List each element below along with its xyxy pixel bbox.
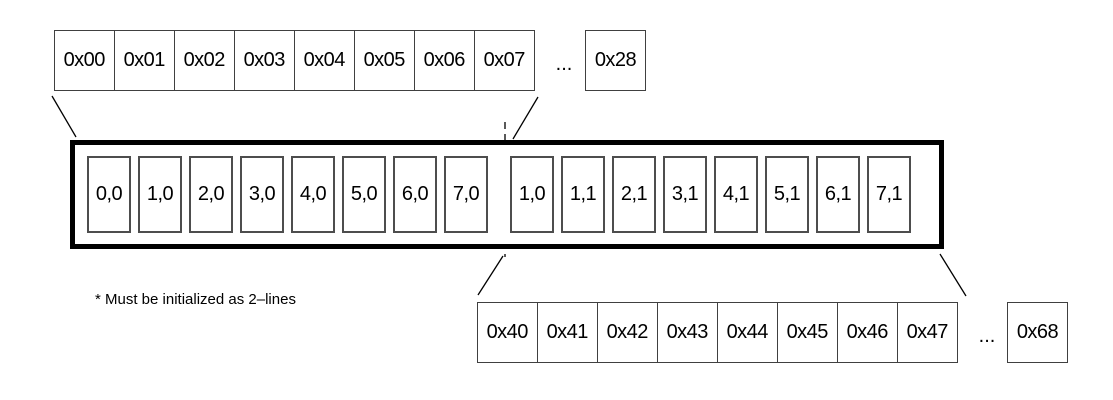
bottom-address-row: 0x40 0x41 0x42 0x43 0x44 0x45 0x46 — [476, 302, 958, 363]
buffer-cell-label: 5,1 — [773, 183, 801, 205]
address-label: 0x47 — [906, 321, 949, 343]
address-label: 0x41 — [546, 321, 589, 343]
buffer-cell: 6,0 — [393, 156, 437, 233]
address-label: 0x45 — [786, 321, 829, 343]
connector-line-bottom-right — [939, 253, 967, 297]
footnote-text: * Must be initialized as 2–lines — [95, 291, 296, 308]
top-row-tail-cell: 0x28 — [585, 30, 646, 91]
address-label: 0x04 — [303, 49, 346, 71]
buffer-cell-label: 4,0 — [299, 183, 327, 205]
address-cell: 0x04 — [293, 30, 355, 91]
buffer-cell-label: 1,1 — [569, 183, 597, 205]
buffer-cell-label: 5,0 — [350, 183, 378, 205]
address-cell: 0x03 — [233, 30, 295, 91]
buffer-cell: 4,1 — [714, 156, 758, 233]
buffer-cell-label: 6,0 — [401, 183, 429, 205]
address-label: 0x46 — [846, 321, 889, 343]
address-cell: 0x44 — [716, 302, 778, 363]
buffer-cell-label: 1,0 — [146, 183, 174, 205]
address-label: 0x07 — [483, 49, 526, 71]
address-cell: 0x46 — [836, 302, 898, 363]
buffer-cell-label: 4,1 — [722, 183, 750, 205]
buffer-cell: 5,0 — [342, 156, 386, 233]
address-label: 0x05 — [363, 49, 406, 71]
buffer-cell: 2,1 — [612, 156, 656, 233]
address-label: 0x06 — [423, 49, 466, 71]
address-label: 0x03 — [243, 49, 286, 71]
connector-line-bottom-left — [477, 255, 504, 296]
address-label: 0x02 — [183, 49, 226, 71]
buffer-cell-label: 0,0 — [95, 183, 123, 205]
buffer-cell: 7,1 — [867, 156, 911, 233]
buffer-cell: 3,1 — [663, 156, 707, 233]
buffer-cell: 4,0 — [291, 156, 335, 233]
top-address-row: 0x00 0x01 0x02 0x03 0x04 0x05 0x06 — [53, 30, 535, 91]
buffer-cell-label: 7,0 — [452, 183, 480, 205]
address-label: 0x00 — [63, 49, 106, 71]
buffer-line1-group: 1,0 1,1 2,1 3,1 4,1 5,1 — [510, 156, 911, 233]
address-label: 0x40 — [486, 321, 529, 343]
buffer-cell: 2,0 — [189, 156, 233, 233]
connector-line-top-left — [51, 95, 77, 138]
top-row-ellipsis: ... — [555, 53, 573, 75]
buffer-cell: 3,0 — [240, 156, 284, 233]
buffer-cell-label: 1,0 — [518, 183, 546, 205]
buffer-cell-label: 3,1 — [671, 183, 699, 205]
address-cell: 0x42 — [596, 302, 658, 363]
buffer-cell: 6,1 — [816, 156, 860, 233]
address-cell: 0x02 — [173, 30, 235, 91]
address-label: 0x42 — [606, 321, 649, 343]
buffer-cell-label: 6,1 — [824, 183, 852, 205]
buffer-cell-label: 2,1 — [620, 183, 648, 205]
line-buffer-box: 0,0 1,0 2,0 3,0 4,0 5,0 — [70, 140, 944, 249]
address-label: 0x43 — [666, 321, 709, 343]
address-cell: 0x00 — [53, 30, 115, 91]
buffer-cell: 1,1 — [561, 156, 605, 233]
buffer-cell: 7,0 — [444, 156, 488, 233]
address-cell: 0x05 — [353, 30, 415, 91]
buffer-cell-label: 2,0 — [197, 183, 225, 205]
buffer-cell-label: 7,1 — [875, 183, 903, 205]
buffer-cell: 1,0 — [138, 156, 182, 233]
address-cell: 0x40 — [476, 302, 538, 363]
bottom-row-tail-cell: 0x68 — [1007, 302, 1068, 363]
connector-line-top-right — [512, 96, 539, 140]
address-cell: 0x43 — [656, 302, 718, 363]
address-cell: 0x01 — [113, 30, 175, 91]
buffer-cell: 1,0 — [510, 156, 554, 233]
buffer-cell: 5,1 — [765, 156, 809, 233]
address-label: 0x01 — [123, 49, 166, 71]
address-cell: 0x06 — [413, 30, 475, 91]
address-cell: 0x41 — [536, 302, 598, 363]
address-label: 0x44 — [726, 321, 769, 343]
address-cell: 0x07 — [473, 30, 535, 91]
buffer-cell-label: 3,0 — [248, 183, 276, 205]
buffer-line0-group: 0,0 1,0 2,0 3,0 4,0 5,0 — [87, 156, 488, 233]
buffer-cell: 0,0 — [87, 156, 131, 233]
bottom-row-ellipsis: ... — [978, 325, 996, 347]
address-cell: 0x47 — [896, 302, 958, 363]
address-cell: 0x45 — [776, 302, 838, 363]
